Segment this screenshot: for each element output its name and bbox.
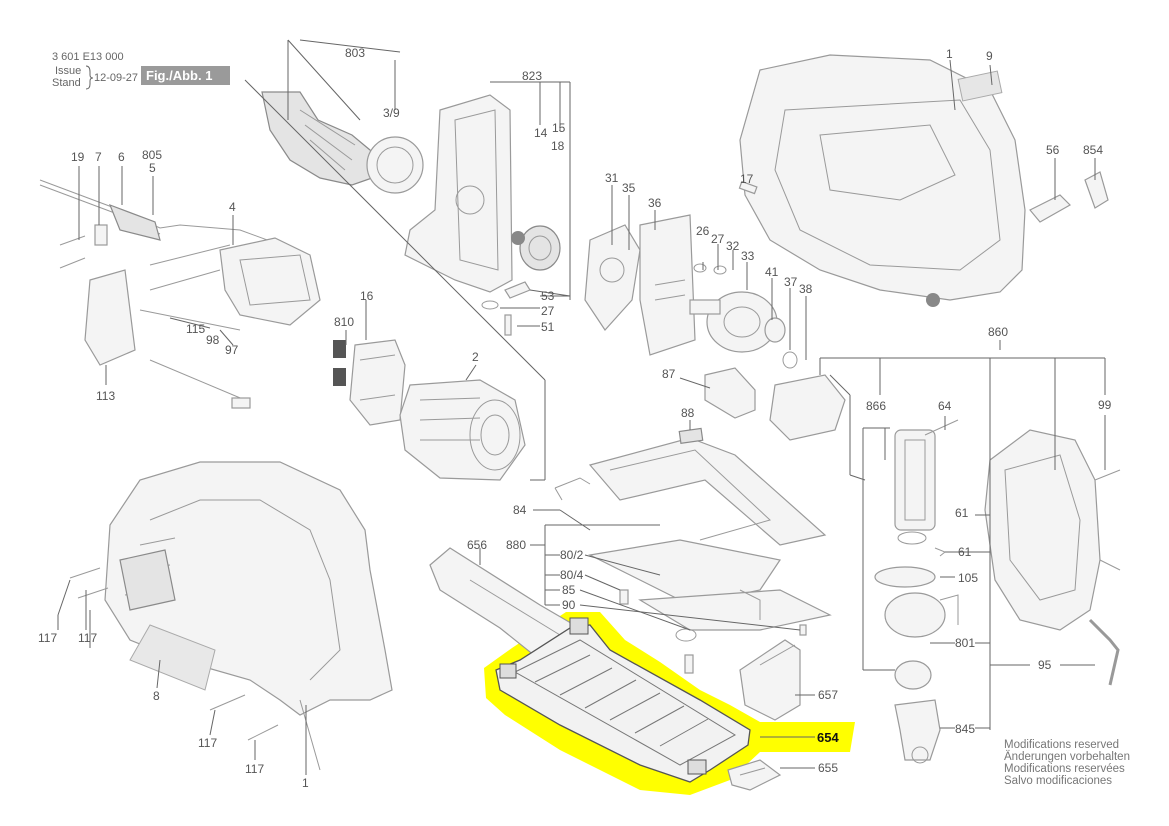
label-80-4: 80/4 [560,568,584,582]
brace [85,65,94,90]
label-5: 5 [149,161,156,175]
side-housing-shape [984,429,1121,686]
label-105: 105 [958,571,978,585]
label-657: 657 [818,688,838,702]
label-38: 38 [799,282,813,296]
label-823: 823 [522,69,542,83]
label-113: 113 [96,389,115,403]
label-854: 854 [1083,143,1103,157]
gear-assembly-shape [584,214,846,441]
main-housing-shape [69,461,393,771]
housing-1-shape [738,54,1109,307]
label-90: 90 [562,598,576,612]
label-18: 18 [551,139,565,153]
label-810: 810 [334,315,354,329]
note-en: Modifications reserved [1004,739,1119,751]
note-fr: Modifications reservées [1004,763,1125,775]
label-61b: 61 [958,545,972,559]
label-860: 860 [988,325,1008,339]
label-4: 4 [229,200,236,214]
label-1-bottom: 1 [302,776,309,790]
label-6: 6 [118,150,125,164]
label-803: 803 [345,46,365,60]
base-plate-654-shape [495,617,751,783]
label-32: 32 [726,239,740,253]
label-61a: 61 [955,506,969,520]
label-51: 51 [541,320,555,334]
note-es: Salvo modificaciones [1004,775,1112,787]
label-880: 880 [506,538,526,552]
label-53: 53 [541,289,555,303]
baseplate-shape [554,427,832,674]
issue-date: 12-09-27 [94,72,138,84]
label-97: 97 [225,343,239,357]
doc-number: 3 601 E13 000 [52,51,124,63]
label-17: 17 [740,172,754,186]
label-27b: 27 [711,232,725,246]
label-37: 37 [784,275,798,289]
plate-823-shape [404,94,561,336]
label-656: 656 [467,538,487,552]
label-805: 805 [142,148,162,162]
label-866: 866 [866,399,886,413]
label-56: 56 [1046,143,1060,157]
label-95: 95 [1038,658,1052,672]
label-35: 35 [622,181,636,195]
label-7: 7 [95,150,102,164]
label-88: 88 [681,406,695,420]
label-84: 84 [513,503,527,517]
label-87: 87 [662,367,676,381]
armature-803-shape [261,91,424,194]
note-de: Änderungen vorbehalten [1004,751,1130,763]
label-80-2: 80/2 [560,548,584,562]
label-19: 19 [71,150,85,164]
label-117b: 117 [38,631,57,645]
label-41: 41 [765,265,779,279]
pendulum-assembly-shape [874,419,959,764]
label-31: 31 [605,171,619,185]
label-1-top: 1 [946,47,953,61]
label-117a: 117 [78,631,97,645]
label-3-9: 3/9 [383,106,400,120]
label-9: 9 [986,49,993,63]
figure-label: Fig./Abb. 1 [146,68,212,83]
stator-assembly-shape [333,339,526,481]
label-654: 654 [817,730,839,745]
label-117d: 117 [245,762,264,776]
label-85: 85 [562,583,576,597]
label-98: 98 [206,333,220,347]
label-15: 15 [552,121,566,135]
leader-lines [57,39,1106,775]
parts-657-655-shape [727,639,801,791]
label-36: 36 [648,196,662,210]
label-845: 845 [955,722,975,736]
label-27a: 27 [541,304,555,318]
label-801: 801 [955,636,975,650]
stand-label: Stand [52,77,81,89]
label-64: 64 [938,399,952,413]
label-99: 99 [1098,398,1112,412]
label-8: 8 [153,689,160,703]
modification-notes: Modifications reserved Änderungen vorbeh… [1004,739,1130,787]
issue-label: Issue [55,65,81,77]
label-26: 26 [696,224,710,238]
part-labels: 803 3/9 823 14 15 18 53 27 51 1 9 17 56 … [38,46,1112,790]
label-117c: 117 [198,736,217,750]
label-33: 33 [741,249,755,263]
switch-assembly-shape [39,179,321,409]
label-115: 115 [186,322,205,336]
label-14: 14 [534,126,548,140]
figure-badge [141,66,230,85]
label-2: 2 [472,350,479,364]
label-655: 655 [818,761,838,775]
label-16: 16 [360,289,374,303]
